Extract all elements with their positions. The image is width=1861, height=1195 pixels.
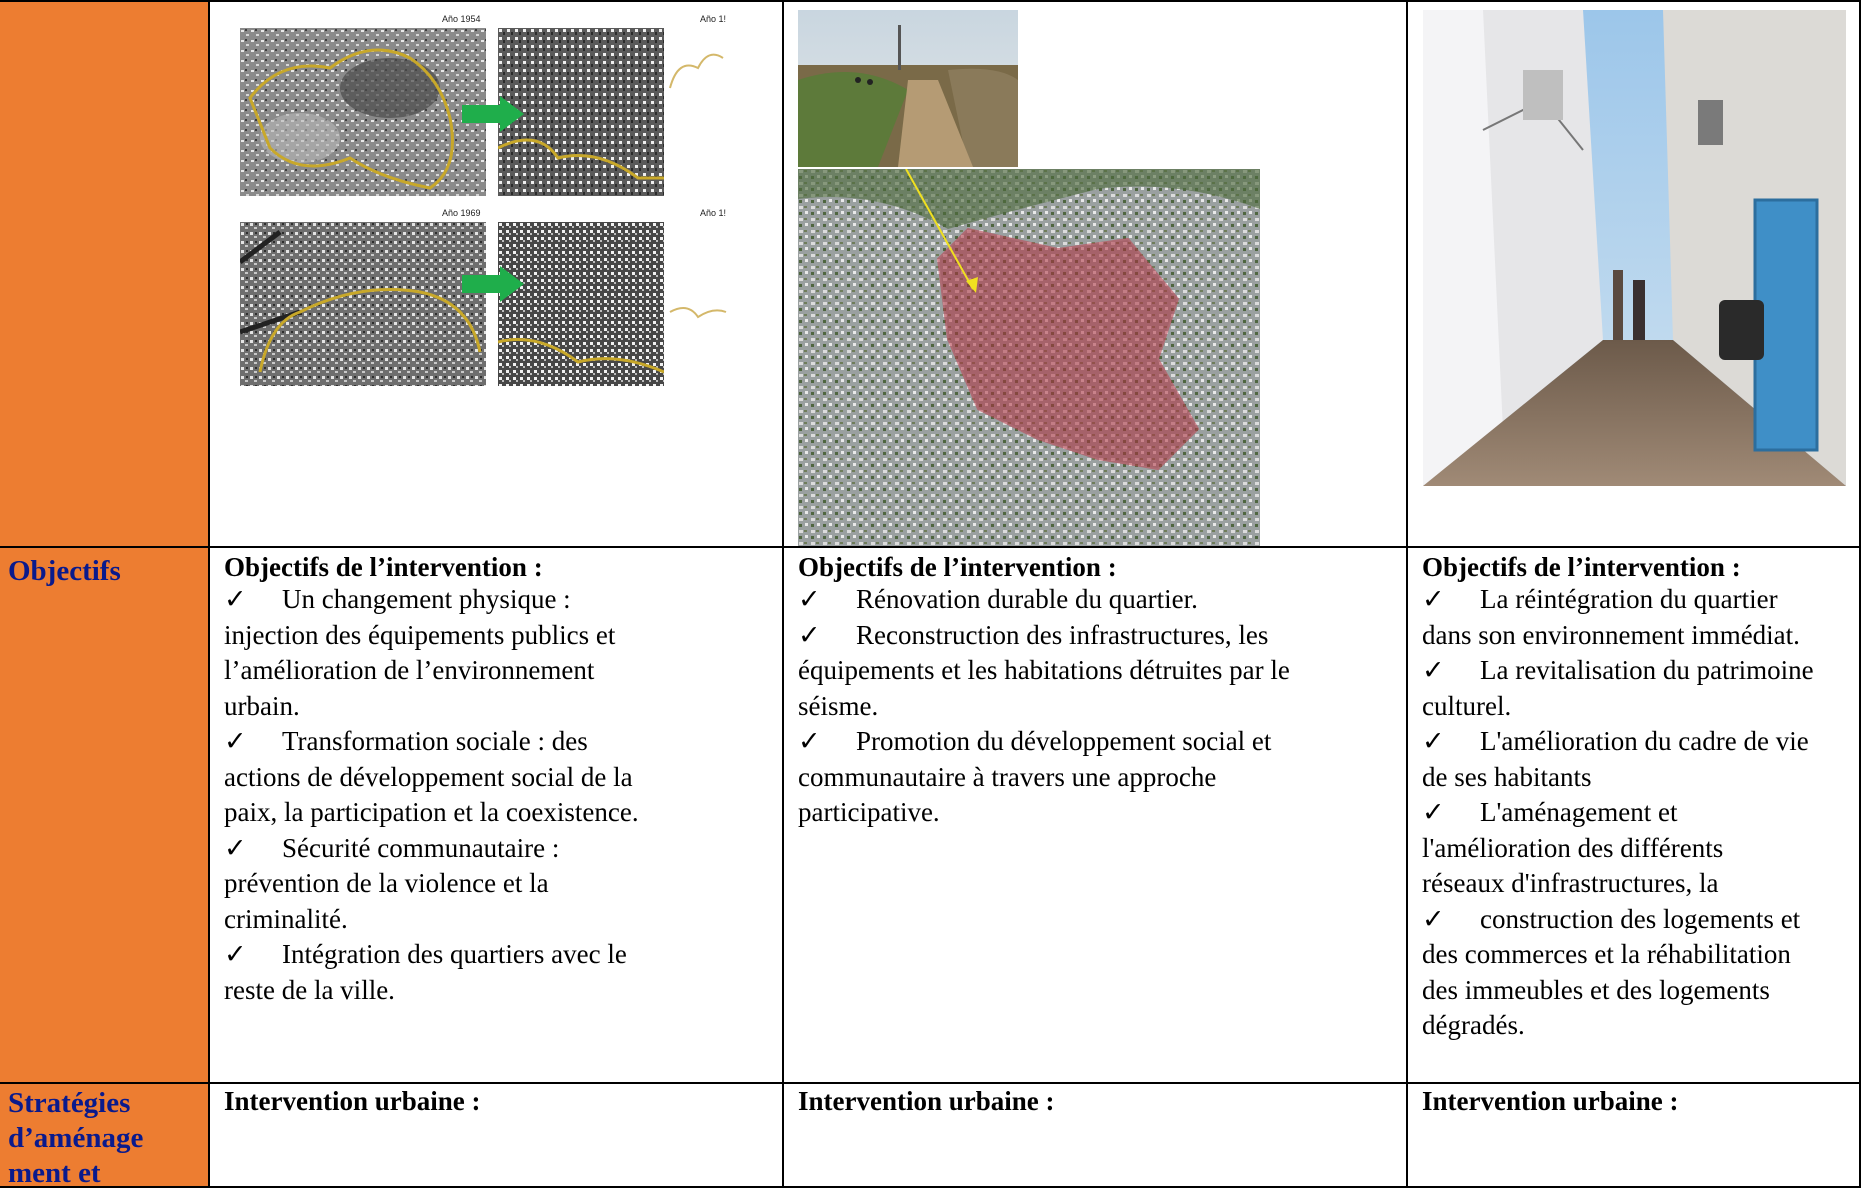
intervention-col1: Intervention urbaine : — [212, 1084, 782, 1116]
objective-item-cont: réseaux d'infrastructures, la — [1422, 868, 1719, 898]
intervention-heading: Intervention urbaine : — [798, 1086, 1055, 1116]
check-icon: ✓ — [1422, 726, 1445, 756]
objective-item: ✓Reconstruction des infrastructures, les — [798, 618, 1394, 654]
objective-item-cont: reste de la ville. — [224, 974, 395, 1005]
objectives-heading: Objectifs de l’intervention : — [798, 552, 1117, 582]
green-arrow-icon — [462, 266, 524, 302]
objective-item-cont: dans son environnement immédiat. — [1422, 619, 1800, 650]
check-icon: ✓ — [224, 726, 247, 756]
intervention-col3: Intervention urbaine : — [1410, 1084, 1861, 1116]
intervention-col2: Intervention urbaine : — [786, 1084, 1406, 1116]
objective-item-cont: criminalité. — [224, 903, 348, 934]
objective-item: ✓Promotion du développement social et — [798, 724, 1394, 760]
check-icon: ✓ — [224, 832, 247, 863]
label-cell-images — [0, 0, 210, 548]
objective-item: ✓L'amélioration du cadre de vie — [1422, 724, 1849, 760]
objective-item: ✓La revitalisation du patrimoine — [1422, 653, 1849, 689]
objective-item: ✓Sécurité communautaire : — [224, 831, 770, 867]
objective-item-cont: dégradés. — [1422, 1010, 1525, 1040]
medina-street-photo — [1423, 10, 1846, 486]
check-icon: ✓ — [1422, 655, 1445, 685]
objective-item: ✓Transformation sociale : des — [224, 724, 770, 760]
objective-item-cont: l'amélioration des différents — [1422, 832, 1724, 863]
check-icon: ✓ — [224, 584, 247, 614]
objective-item: ✓Intégration des quartiers avec le — [224, 937, 770, 973]
check-icon: ✓ — [1422, 584, 1445, 614]
aerial-photo-1969 — [240, 222, 486, 386]
objective-item-cont: prévention de la violence et la — [224, 868, 549, 898]
objective-item-cont: participative. — [798, 797, 940, 827]
objective-item-cont: culturel. — [1422, 690, 1512, 721]
year-label-1954: Año 1954 — [442, 14, 481, 24]
map-outline-fragment-top — [668, 28, 728, 196]
check-icon: ✓ — [798, 584, 821, 614]
objective-item: ✓L'aménagement et — [1422, 795, 1849, 831]
objectives-col3: Objectifs de l’intervention : ✓La réinté… — [1410, 550, 1861, 1044]
row-label-strategies: Stratégies d’aménage ment et — [8, 1087, 144, 1189]
cell-images-col1 — [210, 0, 784, 548]
objective-item-cont: des immeubles et des logements — [1422, 974, 1770, 1005]
check-icon: ✓ — [798, 619, 821, 650]
aerial-photo-1954 — [240, 28, 486, 196]
label-cell-strategies — [0, 1084, 210, 1188]
objective-item: ✓La réintégration du quartier — [1422, 582, 1849, 618]
check-icon: ✓ — [1422, 797, 1445, 827]
objectives-heading: Objectifs de l’intervention : — [1422, 552, 1741, 582]
objectives-col1: Objectifs de l’intervention : ✓Un change… — [212, 550, 782, 1008]
cell-images-col2 — [784, 0, 1408, 548]
objective-item: ✓Rénovation durable du quartier. — [798, 582, 1394, 618]
objective-item-cont: injection des équipements publics et — [224, 619, 616, 650]
objective-item-cont: actions de développement social de la — [224, 761, 633, 792]
cell-images-col3 — [1408, 0, 1861, 548]
cell-objectifs-col1 — [210, 548, 784, 1084]
objective-item-cont: séisme. — [798, 690, 879, 721]
objective-item-cont: l’amélioration de l’environnement — [224, 655, 595, 685]
objective-item-cont: équipements et les habitations détruites… — [798, 655, 1290, 685]
intervention-heading: Intervention urbaine : — [224, 1086, 481, 1116]
objective-item: ✓construction des logements et — [1422, 902, 1849, 938]
objectives-col2: Objectifs de l’intervention : ✓Rénovatio… — [786, 550, 1406, 831]
check-icon: ✓ — [798, 726, 821, 756]
check-icon: ✓ — [224, 939, 247, 969]
objective-item-cont: urbain. — [224, 690, 300, 721]
objective-item-cont: paix, la participation et la coexistence… — [224, 797, 639, 827]
ground-photo-dirt-road — [798, 10, 1018, 167]
year-label-1969: Año 1969 — [442, 208, 481, 218]
green-arrow-icon — [462, 96, 524, 132]
satellite-map-with-highlighted-zone — [798, 169, 1260, 546]
intervention-heading: Intervention urbaine : — [1422, 1086, 1679, 1116]
objective-item-cont: communautaire à travers une approche — [798, 761, 1217, 792]
aerial-photo-1954-after — [498, 28, 664, 196]
year-label-1969-right: Año 1! — [700, 208, 727, 218]
objective-item-cont: des commerces et la réhabilitation — [1422, 939, 1791, 969]
cell-objectifs-col3 — [1408, 548, 1861, 1084]
aerial-photo-1969-after — [498, 222, 664, 386]
objectives-heading: Objectifs de l’intervention : — [224, 552, 543, 582]
year-label-1954-right: Año 1! — [700, 14, 727, 24]
cell-objectifs-col2 — [784, 548, 1408, 1084]
check-icon: ✓ — [1422, 903, 1445, 934]
objective-item-cont: de ses habitants — [1422, 761, 1592, 792]
row-label-objectifs: Objectifs — [8, 555, 121, 587]
map-outline-fragment-bottom — [668, 222, 728, 386]
label-cell-objectifs — [0, 548, 210, 1084]
objective-item: ✓Un changement physique : — [224, 582, 770, 618]
